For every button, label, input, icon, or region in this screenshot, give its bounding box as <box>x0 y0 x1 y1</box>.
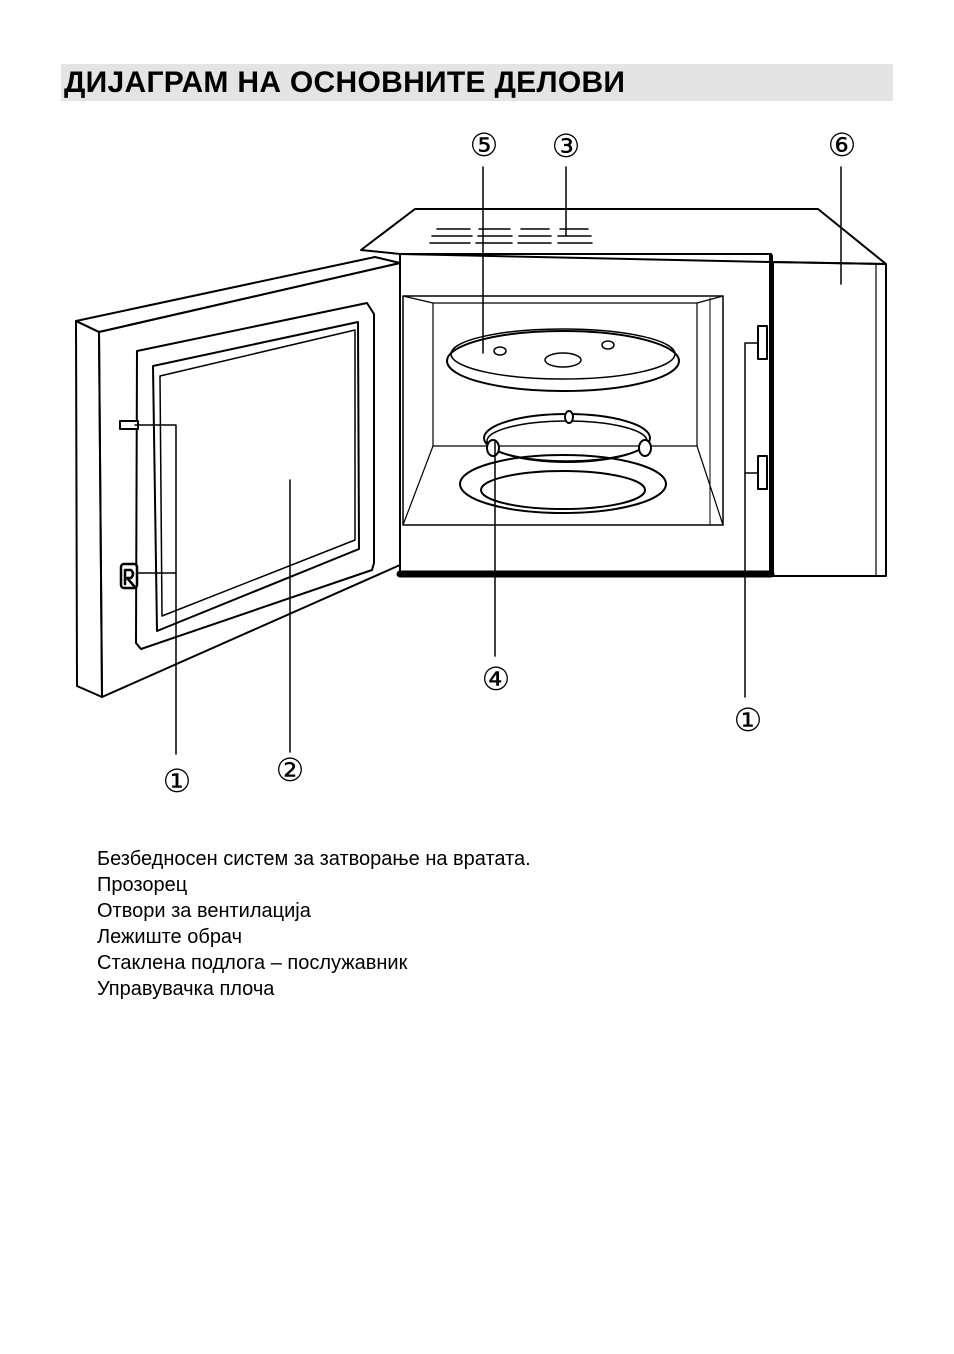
parts-list-item: Лежиште обрач <box>97 926 243 948</box>
door-latch-hook-icon <box>123 568 136 588</box>
callout-leader-lines <box>134 166 842 755</box>
floor-ring <box>459 454 667 514</box>
vent-slots <box>429 228 593 244</box>
control-panel <box>772 261 887 577</box>
microwave-door <box>75 256 401 698</box>
callout-glass-tray: ⑤ <box>470 126 499 164</box>
callout-window: ② <box>276 751 305 789</box>
parts-list-item: Управувачка плоча <box>97 978 275 1000</box>
parts-list-item: Прозорец <box>97 874 188 896</box>
parts-list-item: Отвори за вентилација <box>97 900 311 922</box>
callout-control-panel: ⑥ <box>828 126 857 164</box>
door-side-edge <box>75 256 401 333</box>
door-latch-bottom-icon <box>119 562 139 590</box>
parts-list-item: Стаклена подлога – послужавник <box>97 952 408 974</box>
page-title: ДИЈАГРАМ НА ОСНОВНИТЕ ДЕЛОВИ <box>64 66 626 99</box>
parts-list: Безбедносен систем за затворање на врата… <box>97 846 531 1002</box>
callout-vent: ③ <box>552 127 581 165</box>
parts-list-item: Безбедносен систем за затворање на врата… <box>97 848 531 870</box>
door-frame-outer <box>135 302 375 650</box>
cavity-back-wall <box>432 302 698 447</box>
door-frame-inner <box>152 321 360 632</box>
callout-door-lock-right: ① <box>734 701 763 739</box>
title-bar <box>61 64 893 101</box>
microwave-cabinet <box>360 208 887 578</box>
callout-roller-ring: ④ <box>482 660 511 698</box>
glass-tray <box>446 328 680 392</box>
door-sensor-top <box>757 325 768 360</box>
door-edge-thickness <box>75 320 103 698</box>
door-sensor-bottom <box>757 455 768 490</box>
door-window <box>159 329 356 617</box>
roller-ring <box>483 410 652 463</box>
callout-door-lock-left: ① <box>163 762 192 800</box>
